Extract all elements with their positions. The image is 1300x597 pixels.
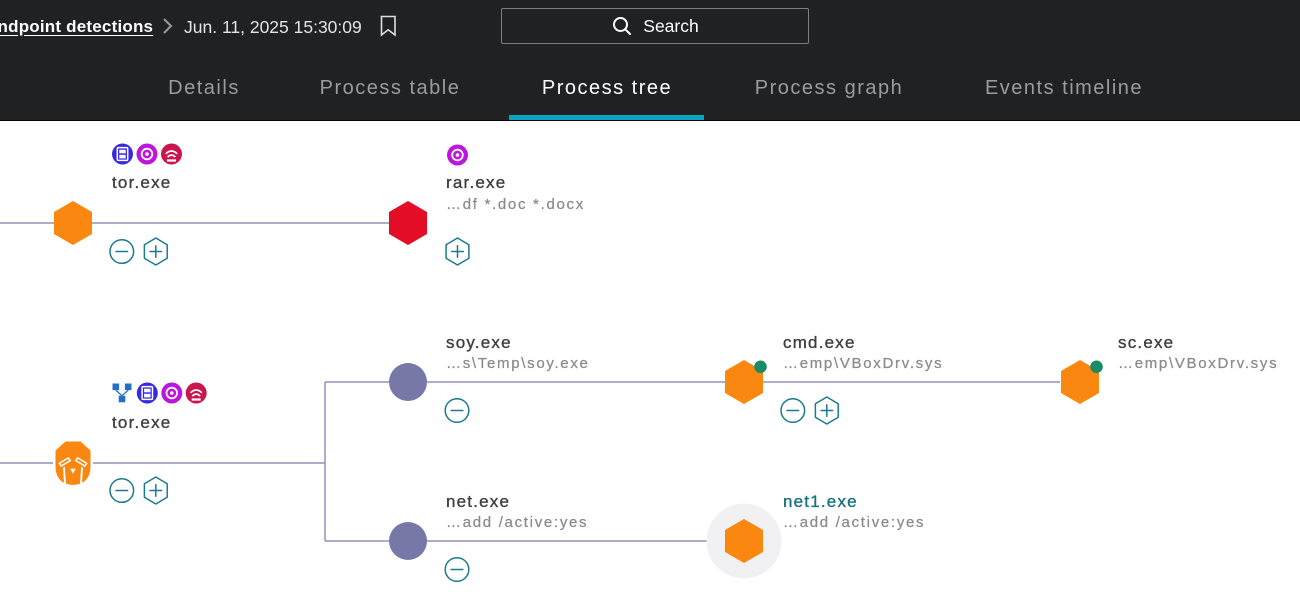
svg-text:…add /active:yes: …add /active:yes	[783, 514, 925, 531]
svg-text:rar.exe: rar.exe	[446, 173, 506, 192]
svg-text:net1.exe: net1.exe	[783, 492, 858, 511]
svg-text:tor.exe: tor.exe	[112, 413, 171, 432]
svg-text:…df *.doc *.docx: …df *.doc *.docx	[446, 196, 585, 213]
svg-text:sc.exe: sc.exe	[1118, 333, 1174, 352]
svg-text:…emp\VBoxDrv.sys: …emp\VBoxDrv.sys	[1118, 355, 1278, 372]
svg-text:net.exe: net.exe	[446, 492, 510, 511]
svg-text:tor.exe: tor.exe	[112, 173, 171, 192]
svg-text:…s\Temp\soy.exe: …s\Temp\soy.exe	[446, 355, 590, 372]
svg-text:…add /active:yes: …add /active:yes	[446, 514, 588, 531]
svg-text:…emp\VBoxDrv.sys: …emp\VBoxDrv.sys	[783, 355, 943, 372]
svg-text:cmd.exe: cmd.exe	[783, 333, 856, 352]
svg-text:soy.exe: soy.exe	[446, 333, 512, 352]
